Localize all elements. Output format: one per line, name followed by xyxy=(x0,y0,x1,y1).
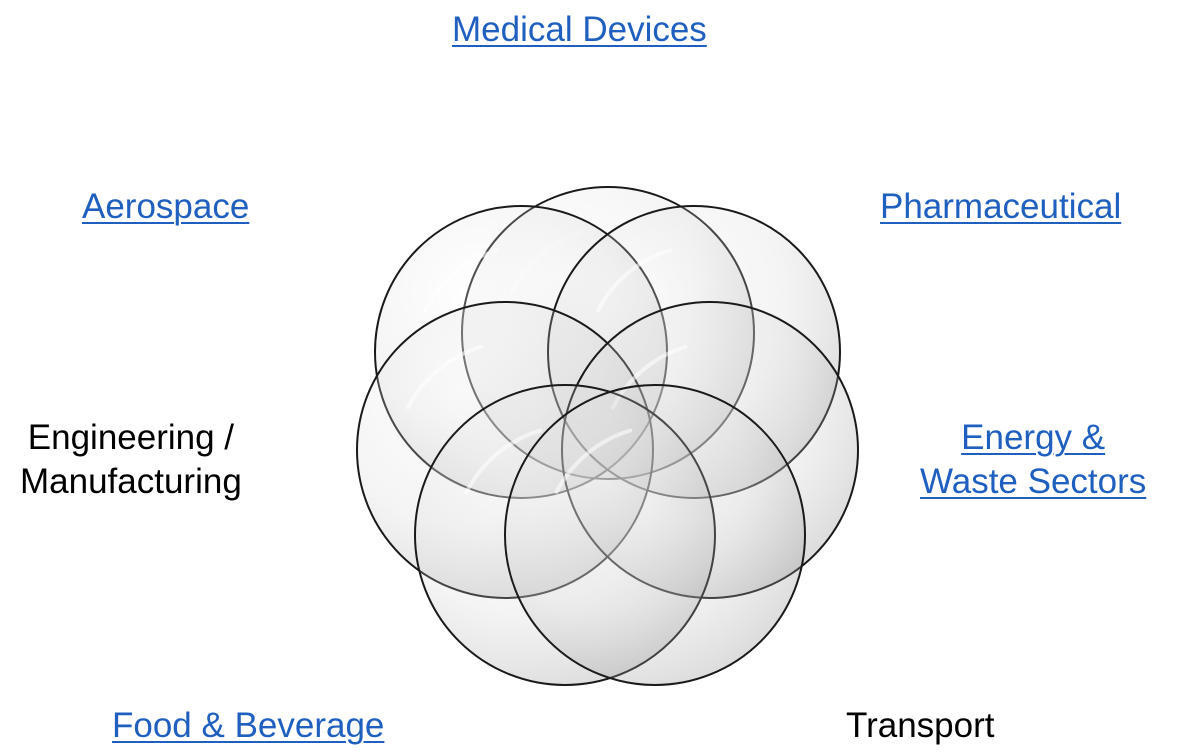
energy-waste-link[interactable]: Energy & Waste Sectors xyxy=(920,416,1146,504)
circles-group xyxy=(356,186,859,686)
bubble-highlight-3 xyxy=(596,248,673,313)
aerospace-link[interactable]: Aerospace xyxy=(82,185,249,229)
transport-text: Transport xyxy=(846,706,995,745)
aerospace-label: Aerospace xyxy=(82,187,250,226)
engineering-line-2: Manufacturing xyxy=(20,462,242,501)
pharmaceutical-label: Pharmaceutical xyxy=(880,187,1122,226)
food-beverage-label: Food & Beverage xyxy=(112,706,385,745)
engineering-line-1: Engineering / xyxy=(27,418,235,457)
food-beverage-link[interactable]: Food & Beverage xyxy=(112,704,384,748)
medical-devices-link[interactable]: Medical Devices xyxy=(452,8,707,52)
pharmaceutical-link[interactable]: Pharmaceutical xyxy=(880,185,1121,229)
energy-line-2: Waste Sectors xyxy=(920,462,1147,501)
medical-devices-label: Medical Devices xyxy=(452,10,707,49)
bubble-highlight-2 xyxy=(423,248,500,313)
energy-line-1: Energy & xyxy=(961,418,1106,457)
bubble-circle-7 xyxy=(504,384,806,686)
bubble-highlight-4 xyxy=(405,344,483,410)
bubble-highlight-7 xyxy=(554,428,633,494)
transport-label: Transport xyxy=(846,704,994,748)
bubble-highlight-6 xyxy=(464,428,543,494)
engineering-manufacturing-label: Engineering / Manufacturing xyxy=(20,416,242,504)
